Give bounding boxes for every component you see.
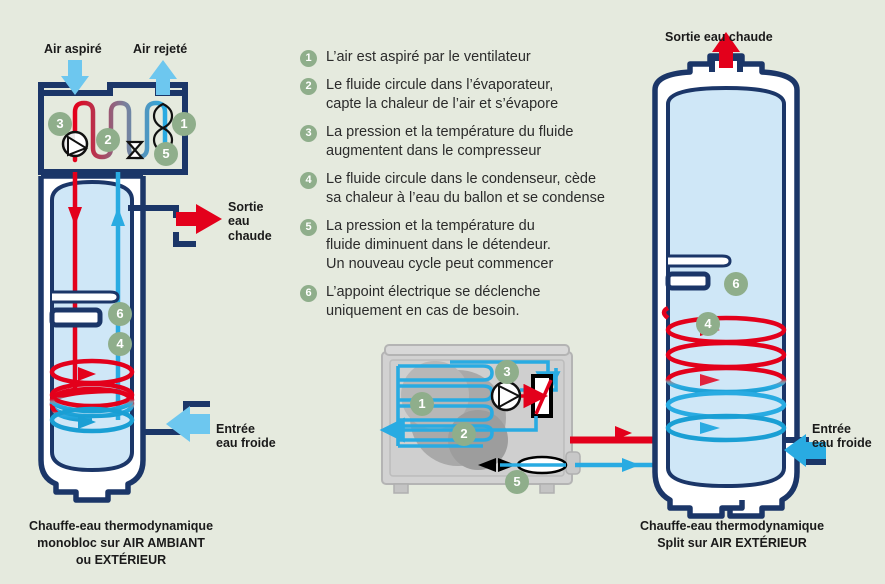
legend-badge-2: 2: [300, 78, 317, 95]
left-marker-4: 4: [108, 332, 132, 356]
air-exhaust-arrow: [149, 60, 177, 95]
outdoor-condenser-plate: [531, 374, 553, 418]
air-intake-arrow: [61, 60, 89, 95]
right-cold-inlet-label: Entrée eau froide: [812, 422, 872, 451]
right-marker-6: 6: [724, 272, 748, 296]
right-hot-outlet-label: Sortie eau chaude: [665, 30, 773, 44]
left-marker-3: 3: [48, 112, 72, 136]
left-monobloc-heater: [38, 60, 222, 503]
left-marker-6: 6: [108, 302, 132, 326]
left-unit-caption: Chauffe-eau thermodynamique monobloc sur…: [28, 519, 214, 567]
legend-label-6: L’appoint électrique se déclenche unique…: [326, 284, 541, 319]
legend-item: 5 La pression et la température du fluid…: [300, 217, 630, 274]
left-cold-water-inlet: [143, 401, 210, 442]
left-electric-backup-element: [49, 290, 120, 328]
process-steps-legend: 1 L’air est aspiré par le ventilateur 2 …: [300, 48, 630, 330]
legend-item: 2 Le fluide circule dans l’évaporateur, …: [300, 76, 630, 114]
air-intake-label: Air aspiré: [44, 42, 102, 56]
legend-badge-5: 5: [300, 219, 317, 236]
legend-item: 6 L’appoint électrique se déclenche uniq…: [300, 283, 630, 321]
outdoor-compressor-icon: [490, 380, 522, 412]
legend-badge-1: 1: [300, 50, 317, 67]
left-cold-inlet-label: Entrée eau froide: [216, 422, 276, 451]
outdoor-return-line: [379, 416, 538, 443]
left-hot-outlet-label: Sortie eau chaude: [228, 200, 272, 243]
outdoor-marker-3: 3: [495, 360, 519, 384]
left-marker-5: 5: [154, 142, 178, 166]
right-unit-caption: Chauffe-eau thermodynamique Split sur AI…: [639, 519, 825, 550]
right-marker-4: 4: [696, 312, 720, 336]
legend-label-1: L’air est aspiré par le ventilateur: [326, 49, 531, 65]
outdoor-marker-1: 1: [410, 392, 434, 416]
left-hot-water-outlet: [128, 204, 222, 247]
air-exhaust-label: Air rejeté: [133, 42, 188, 56]
right-condenser-coil: [661, 305, 787, 443]
outdoor-marker-5: 5: [505, 470, 529, 494]
left-marker-2: 2: [96, 128, 120, 152]
left-marker-1: 1: [172, 112, 196, 136]
legend-label-5: La pression et la température du fluide …: [326, 218, 554, 272]
outdoor-marker-2: 2: [452, 422, 476, 446]
legend-item: 1 L’air est aspiré par le ventilateur: [300, 48, 630, 67]
right-electric-backup-element: [665, 254, 732, 291]
legend-label-4: Le fluide circule dans le condenseur, cè…: [326, 171, 605, 206]
legend-item: 3 La pression et la température du fluid…: [300, 123, 630, 161]
left-compressor-icon: [61, 130, 89, 158]
left-hot-refrigerant-line: [68, 172, 82, 390]
left-expansion-valve-icon: [125, 140, 145, 160]
legend-badge-4: 4: [300, 172, 317, 189]
legend-label-3: La pression et la température du fluide …: [326, 124, 574, 159]
left-evaporator-serpentine: [72, 100, 168, 163]
right-cold-water-inlet: [784, 434, 826, 467]
outdoor-unit: [379, 344, 581, 494]
left-condenser-coil-turns: [49, 358, 135, 434]
legend-badge-3: 3: [300, 125, 317, 142]
legend-badge-6: 6: [300, 285, 317, 302]
legend-label-2: Le fluide circule dans l’évaporateur, ca…: [326, 77, 559, 112]
legend-item: 4 Le fluide circule dans le condenseur, …: [300, 170, 630, 208]
